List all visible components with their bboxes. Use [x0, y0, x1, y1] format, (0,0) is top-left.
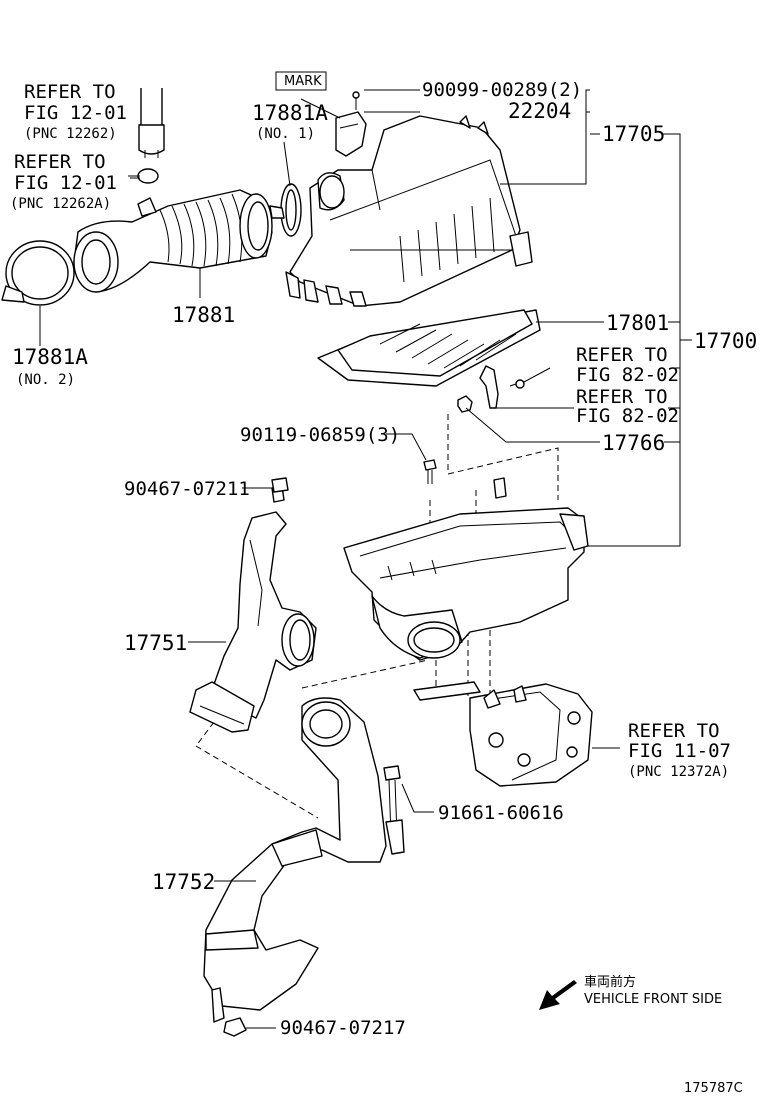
intake-pipe-17752	[203, 697, 405, 1023]
air-cleaner-case	[343, 477, 589, 661]
label-90099: 90099-00289(2)	[422, 79, 582, 101]
label-17881: 17881	[172, 303, 235, 327]
front-label-jp: 車両前方	[584, 974, 636, 990]
label-17766: 17766	[602, 431, 665, 455]
hose-clamp-no2	[1, 240, 75, 306]
clip-12262A	[128, 168, 159, 184]
label-17700: 17700	[694, 329, 757, 353]
label-90119: 90119-06859(3)	[240, 424, 400, 446]
nut-17766	[457, 395, 473, 413]
ref-12-01-b-line2: FIG 12-01	[14, 172, 117, 194]
label-90467-07211: 90467-07211	[124, 478, 250, 500]
air-flow-meter-22204	[335, 91, 367, 157]
hose-clamp-no1	[269, 183, 302, 237]
label-91661: 91661-60616	[438, 802, 564, 824]
front-label-en: VEHICLE FRONT SIDE	[584, 992, 722, 1007]
ref-12-01-a-line1: REFER TO	[24, 81, 116, 103]
label-90467-07217: 90467-07217	[280, 1017, 406, 1039]
ref-11-07-line2: FIG 11-07	[628, 740, 731, 762]
bracket-12372A	[413, 681, 593, 787]
label-17881A-no1-sub: (NO. 1)	[256, 126, 315, 142]
ref-11-07-line3: (PNC 12372A)	[628, 764, 729, 780]
ref-12-01-a-line3: (PNC 12262)	[24, 126, 117, 142]
air-filter-17801	[317, 309, 541, 387]
ref-12-01-a-line2: FIG 12-01	[24, 102, 127, 124]
mark-box	[275, 71, 327, 91]
label-22204: 22204	[508, 99, 571, 123]
intake-hose-17881	[73, 189, 273, 293]
bolt-90467-07211	[271, 477, 289, 493]
ref-pipe-12262	[138, 88, 165, 158]
diagram-id: 175787C	[684, 1081, 743, 1096]
ref-11-07-line1: REFER TO	[628, 720, 720, 742]
bracket-82-02	[479, 365, 525, 409]
label-17751: 17751	[124, 631, 187, 655]
ref-82-02-b-line2: FIG 82-02	[576, 405, 679, 427]
bolt-90119	[423, 459, 437, 484]
front-direction-arrow-icon	[539, 980, 577, 1010]
ref-82-02-a-line1: REFER TO	[576, 344, 668, 366]
ref-12-01-b-line3: (PNC 12262A)	[10, 196, 111, 212]
air-cleaner-cap-17705	[285, 115, 533, 307]
clip-90467-07217	[223, 1017, 247, 1037]
label-17752: 17752	[152, 870, 215, 894]
label-17881A-no1: 17881A	[252, 101, 328, 125]
label-17705: 17705	[602, 122, 665, 146]
ref-12-01-b-line1: REFER TO	[14, 151, 106, 173]
ref-82-02-b-line1: REFER TO	[576, 386, 668, 408]
label-17881A-no2: 17881A	[12, 345, 88, 369]
intake-pipe-17751	[189, 485, 317, 733]
label-17801: 17801	[606, 311, 669, 335]
ref-82-02-a-line2: FIG 82-02	[576, 364, 679, 386]
leader-lines	[39, 89, 692, 1029]
label-17881A-no2-sub: (NO. 2)	[16, 372, 75, 388]
mark-label: MARK	[284, 74, 322, 89]
